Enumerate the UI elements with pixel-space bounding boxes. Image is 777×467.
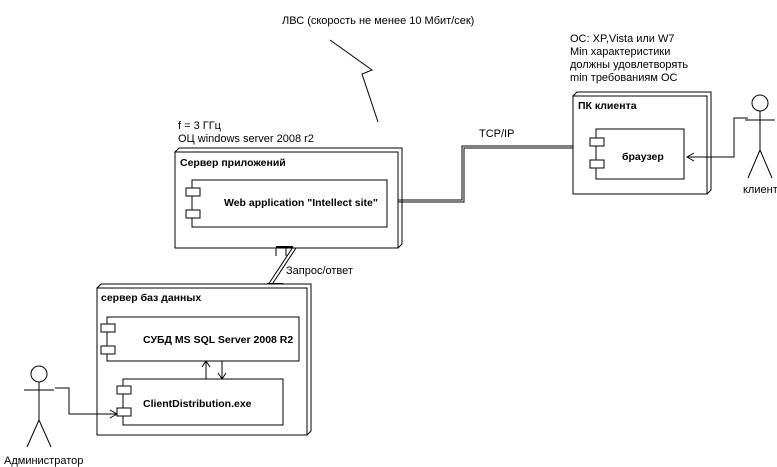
component-icon <box>185 187 201 197</box>
client-distribution-label: ClientDistribution.exe <box>143 398 252 410</box>
lan-lightning-icon <box>329 39 379 123</box>
client-pc-title: ПК клиента <box>578 100 637 112</box>
admin-actor-label: Администратор <box>4 455 83 467</box>
client-note-line: min требованиям ОС <box>570 72 678 84</box>
app-server-note: f = 3 ГГц <box>178 120 222 132</box>
client-note-line: Min характеристики <box>570 46 670 58</box>
client-pc-node: ПК клиента браузер <box>572 91 712 195</box>
component-icon <box>100 345 116 355</box>
mssql-component: СУБД MS SQL Server 2008 R2 <box>100 316 300 362</box>
admin-actor-icon <box>24 365 54 448</box>
tcp-label: TCP/IP <box>479 128 514 140</box>
client-pc-notes: ОС: XP,Vista или W7 Min характеристики д… <box>570 33 688 84</box>
arrow-head-icon <box>685 152 695 162</box>
client-actor-label: клиент <box>743 184 777 196</box>
lan-label: ЛВС (скорость не менее 10 Мбит/сек) <box>282 15 474 27</box>
component-icon <box>589 137 605 147</box>
arrow-head-icon <box>109 409 119 419</box>
client-actor-icon <box>745 94 775 179</box>
db-server-node: сервер баз данных СУБД MS SQL Server 200… <box>96 283 312 436</box>
tcp-connection-line-shadow <box>398 147 573 203</box>
component-icon <box>116 407 132 417</box>
client-note-line: должны удовлетворять <box>570 59 688 71</box>
client-to-browser-arrow <box>687 117 748 158</box>
mssql-label: СУБД MS SQL Server 2008 R2 <box>143 334 293 346</box>
app-server-node: Сервер приложений Web application "Intel… <box>174 147 403 249</box>
arrow-head-icon <box>201 360 211 368</box>
request-response-connector <box>267 246 297 287</box>
component-icon <box>100 323 116 333</box>
web-application-label: Web application "Intellect site" <box>224 197 378 209</box>
db-server-title: сервер баз данных <box>101 292 201 304</box>
tcp-connection-line <box>398 145 573 201</box>
client-note-line: ОС: XP,Vista или W7 <box>570 33 675 45</box>
component-icon <box>185 209 201 219</box>
browser-label: браузер <box>622 151 664 163</box>
request-label: Запрос/ответ <box>286 265 353 277</box>
component-icon <box>116 385 132 395</box>
browser-component: браузер <box>589 128 685 180</box>
admin-to-distribution-arrow <box>55 387 117 415</box>
app-server-note: ОЦ windows server 2008 r2 <box>178 133 314 145</box>
web-application-component: Web application "Intellect site" <box>185 179 388 228</box>
client-distribution-component: ClientDistribution.exe <box>116 378 284 426</box>
component-icon <box>589 159 605 169</box>
app-server-title: Сервер приложений <box>180 157 286 169</box>
